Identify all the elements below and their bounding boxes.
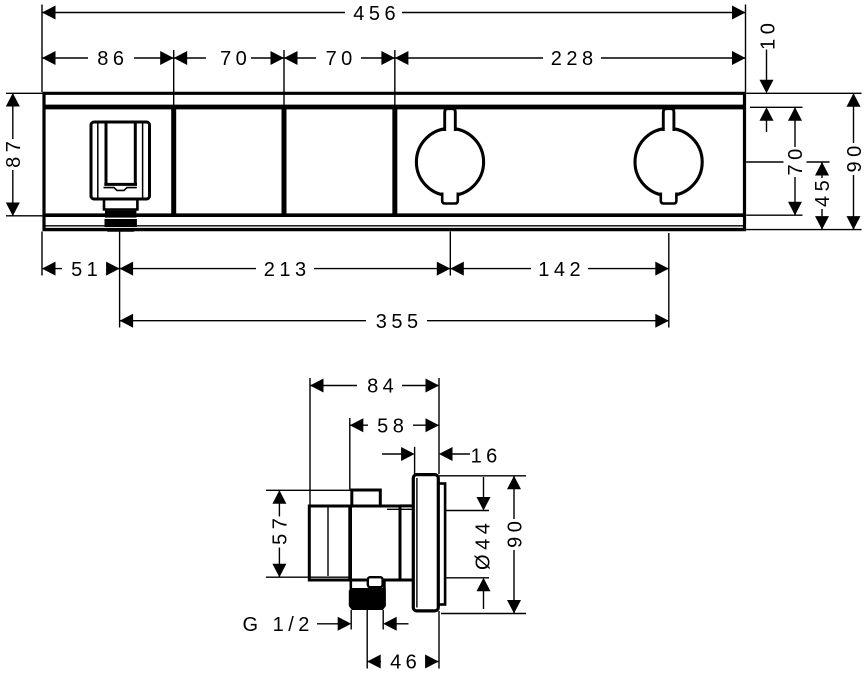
svg-text:51: 51	[71, 259, 102, 281]
svg-text:70: 70	[326, 48, 357, 70]
svg-text:355: 355	[376, 311, 423, 333]
svg-text:57: 57	[270, 514, 292, 545]
svg-text:87: 87	[3, 137, 25, 168]
svg-text:70: 70	[785, 144, 807, 175]
svg-text:456: 456	[353, 3, 400, 25]
svg-text:213: 213	[264, 259, 311, 281]
svg-text:86: 86	[97, 48, 128, 70]
svg-text:70: 70	[220, 48, 251, 70]
svg-text:84: 84	[367, 376, 398, 398]
svg-text:58: 58	[377, 415, 408, 437]
svg-text:Ø44: Ø44	[472, 519, 494, 570]
svg-text:46: 46	[390, 652, 421, 674]
svg-text:90: 90	[504, 517, 526, 548]
svg-text:10: 10	[757, 19, 779, 50]
svg-text:90: 90	[844, 141, 864, 172]
svg-text:16: 16	[471, 446, 502, 468]
svg-text:G 1/2: G 1/2	[242, 614, 313, 636]
svg-text:45: 45	[812, 176, 834, 207]
svg-text:142: 142	[538, 259, 585, 281]
svg-text:228: 228	[551, 48, 598, 70]
